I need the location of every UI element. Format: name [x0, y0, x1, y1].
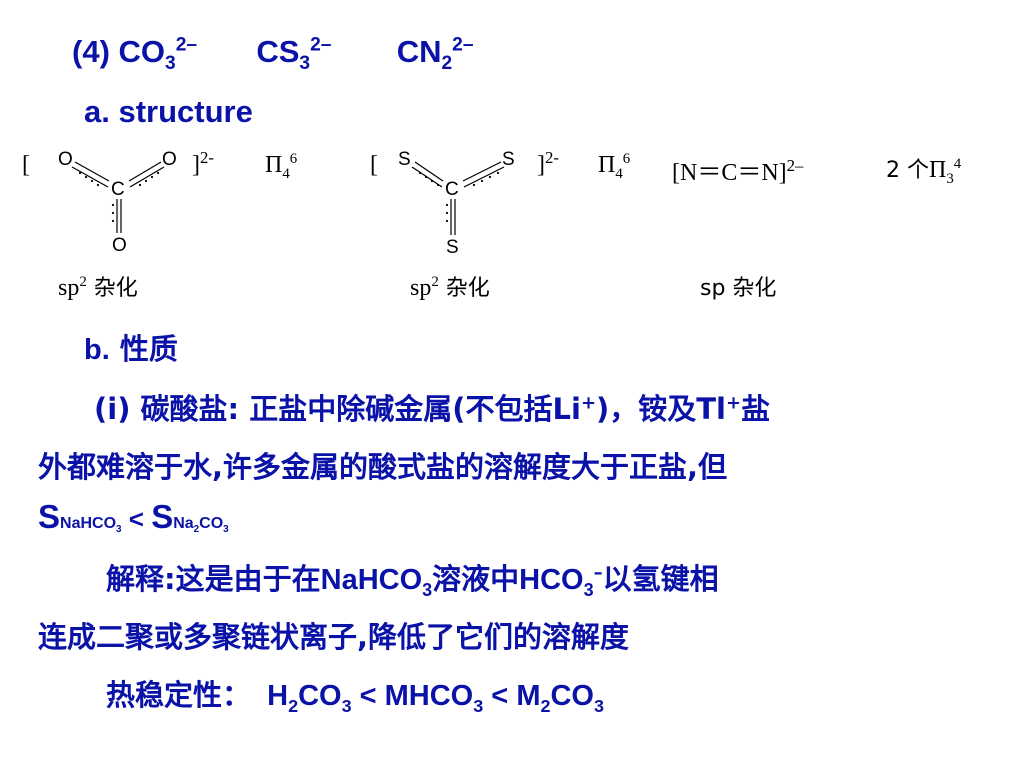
ion-list-heading: (4) CO32– CS32– CN22– [72, 34, 474, 75]
thermal-stability-line: 热稳定性： H2CO3 < MHCO3 < M2CO3 [106, 678, 604, 716]
co3-atom-bottom: O [112, 235, 127, 255]
carbonate-paragraph-line2: 外都难溶于水,许多金属的酸式盐的溶解度大于正盐,但 [38, 450, 728, 484]
cs3-atom-center: C [445, 179, 459, 200]
cs3-atom-top-left: S [398, 149, 411, 170]
cs3-hybridization: sp2 杂化 [410, 274, 490, 301]
solubility-comparison: SNaHCO3 < SNa2CO3 [38, 498, 229, 536]
section-b-heading: b. 性质 [84, 332, 178, 366]
co3-close-bracket: ]2- [192, 148, 214, 178]
cn2-structure-formula: [N＝C＝N]2– [672, 156, 804, 186]
co3-pi-bond: Π46 [265, 151, 298, 182]
carbonate-paragraph-line1: (i) 碳酸盐: 正盐中除碱金属(不包括Li+)，铵及Tl+盐 [94, 392, 771, 426]
section-a-heading: a. structure [84, 94, 253, 129]
co3-hybridization: sp2 杂化 [58, 274, 138, 301]
co3-structure-diagram: O O C O [58, 149, 177, 255]
explanation-line1: 解释:这是由于在NaHCO3溶液中HCO3–以氢键相 [106, 562, 719, 600]
co3-atom-top-left: O [58, 149, 73, 170]
explanation-line2: 连成二聚或多聚链状离子,降低了它们的溶解度 [38, 620, 630, 654]
co3-atom-center: C [111, 179, 125, 200]
cn2-hybridization: sp 杂化 [700, 276, 777, 301]
co3-atom-top-right: O [162, 149, 177, 170]
cs3-structure-diagram: S S C S [398, 149, 515, 258]
cn2-pi-bond: 2 个Π34 [886, 156, 962, 187]
cs3-pi-bond: Π46 [598, 151, 631, 182]
cs3-atom-top-right: S [502, 149, 515, 170]
cs3-open-bracket: [ [370, 152, 378, 178]
co3-open-bracket: [ [22, 152, 30, 178]
cs3-atom-bottom: S [446, 237, 459, 258]
cs3-close-bracket: ]2- [537, 148, 559, 178]
